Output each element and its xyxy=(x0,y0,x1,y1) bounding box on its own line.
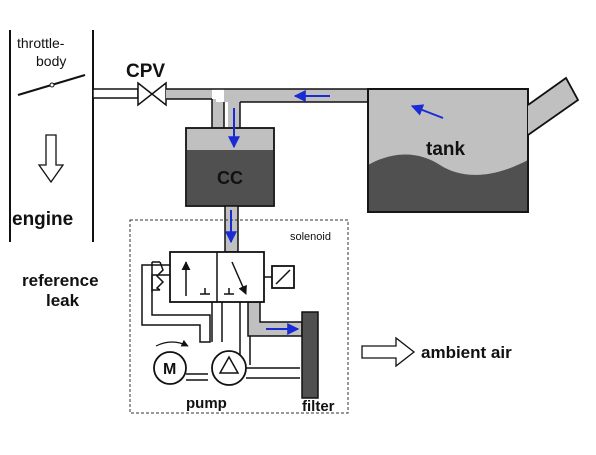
solenoid-label: solenoid xyxy=(290,231,331,243)
pump-icon xyxy=(211,350,247,386)
cpv-label: CPV xyxy=(126,61,165,82)
carbon-canister xyxy=(185,127,275,207)
ambient-air-label: ambient air xyxy=(421,343,512,362)
pump-motor-label: M xyxy=(163,361,176,378)
pump-motor-icon xyxy=(153,351,187,385)
reference-leak-label-line1: reference xyxy=(22,271,99,290)
throttle-body-label-line1: throttle- xyxy=(17,35,65,51)
tank-label: tank xyxy=(426,139,466,160)
intake-manifold xyxy=(9,30,94,242)
cc-label: CC xyxy=(217,168,243,188)
engine-flow-arrow xyxy=(37,134,65,184)
throttle-body-label-line2: body xyxy=(36,53,66,69)
cpv-valve-icon xyxy=(137,81,167,107)
filter xyxy=(301,311,319,399)
flow-arrows xyxy=(225,90,444,335)
filter-label: filter xyxy=(302,398,335,415)
solenoid-valve xyxy=(151,251,295,303)
rotation-arrow-icon xyxy=(155,339,189,347)
purge-line xyxy=(92,88,139,99)
fuel-tank xyxy=(367,76,580,213)
engine-label: engine xyxy=(12,209,73,230)
pump-module-boundary xyxy=(129,219,349,414)
ambient-air-arrow xyxy=(361,336,416,368)
pump-label: pump xyxy=(186,395,227,412)
filter-supply-pipe xyxy=(247,301,303,337)
reference-leak-label-line2: leak xyxy=(46,291,80,310)
